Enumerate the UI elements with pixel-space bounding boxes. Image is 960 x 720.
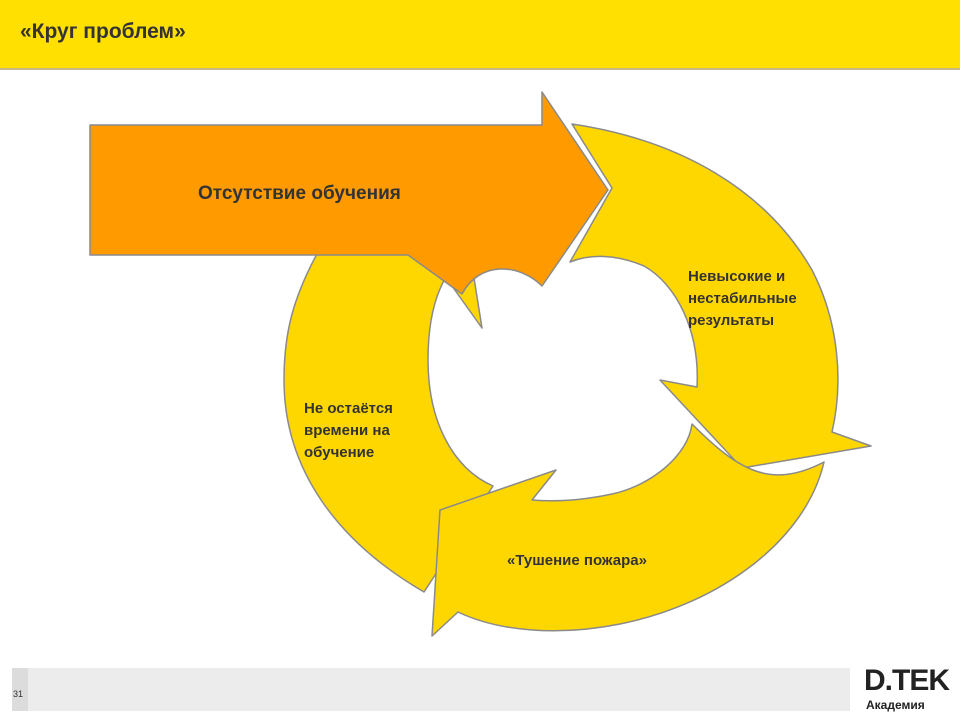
cycle-label-firefighting: «Тушение пожара» (507, 552, 647, 569)
logo-mark: D.TEK (864, 664, 950, 697)
dtek-academy-logo: D.TEK Академия (858, 664, 954, 716)
cycle-label-results: Невысокие и нестабильные результаты (688, 268, 797, 329)
cycle-arrow-bottom (431, 423, 825, 637)
header-bar: «Круг проблем» (0, 0, 960, 70)
problem-cycle-diagram (89, 91, 872, 637)
cycle-arrow-right (569, 123, 872, 469)
cycle-label-no-time: Не остаётся времени на обучение (304, 400, 393, 461)
footer-tab (12, 668, 28, 711)
page-number: 31 (13, 689, 24, 699)
main-arrow-label: Отсутствие обучения (198, 183, 401, 204)
footer-bar (12, 668, 850, 711)
main-arrow (89, 91, 609, 295)
slide-title: «Круг проблем» (20, 20, 186, 43)
logo-subtitle: Академия (866, 698, 925, 712)
